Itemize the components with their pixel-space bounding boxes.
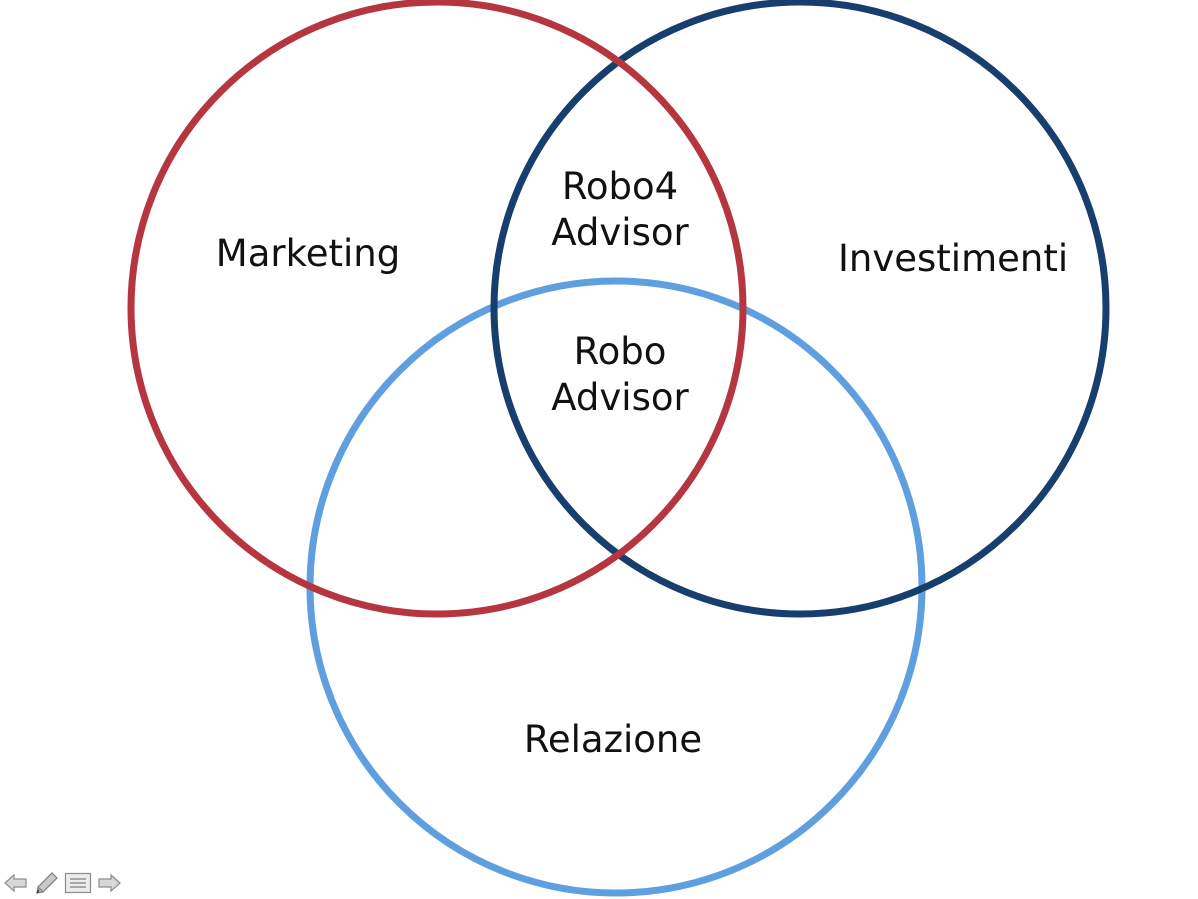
label-robo-line1: Robo xyxy=(573,330,667,373)
label-relazione-text: Relazione xyxy=(523,718,703,761)
label-robo4-line2: Advisor xyxy=(551,211,689,254)
slide-menu-button[interactable] xyxy=(64,871,92,895)
label-investimenti: Investimenti xyxy=(838,236,1068,282)
previous-slide-button[interactable] xyxy=(2,871,30,895)
label-investimenti-text: Investimenti xyxy=(838,237,1069,280)
arrow-right-icon xyxy=(98,873,121,893)
label-robo-line2: Advisor xyxy=(551,376,689,419)
next-slide-button[interactable] xyxy=(95,871,123,895)
pen-icon xyxy=(36,872,58,894)
slideshow-controls xyxy=(2,870,123,896)
circle-investimenti xyxy=(490,0,1110,618)
label-robo4-line1: Robo4 xyxy=(561,165,679,208)
label-relazione: Relazione xyxy=(513,717,713,763)
label-marketing: Marketing xyxy=(208,231,408,277)
arrow-left-icon xyxy=(4,873,27,893)
menu-icon xyxy=(64,872,92,894)
circle-marketing xyxy=(127,0,747,618)
pen-tool-button[interactable] xyxy=(33,871,61,895)
label-robo4-advisor: Robo4 Advisor xyxy=(530,164,710,256)
label-marketing-text: Marketing xyxy=(215,232,401,275)
label-robo-advisor: Robo Advisor xyxy=(530,329,710,421)
